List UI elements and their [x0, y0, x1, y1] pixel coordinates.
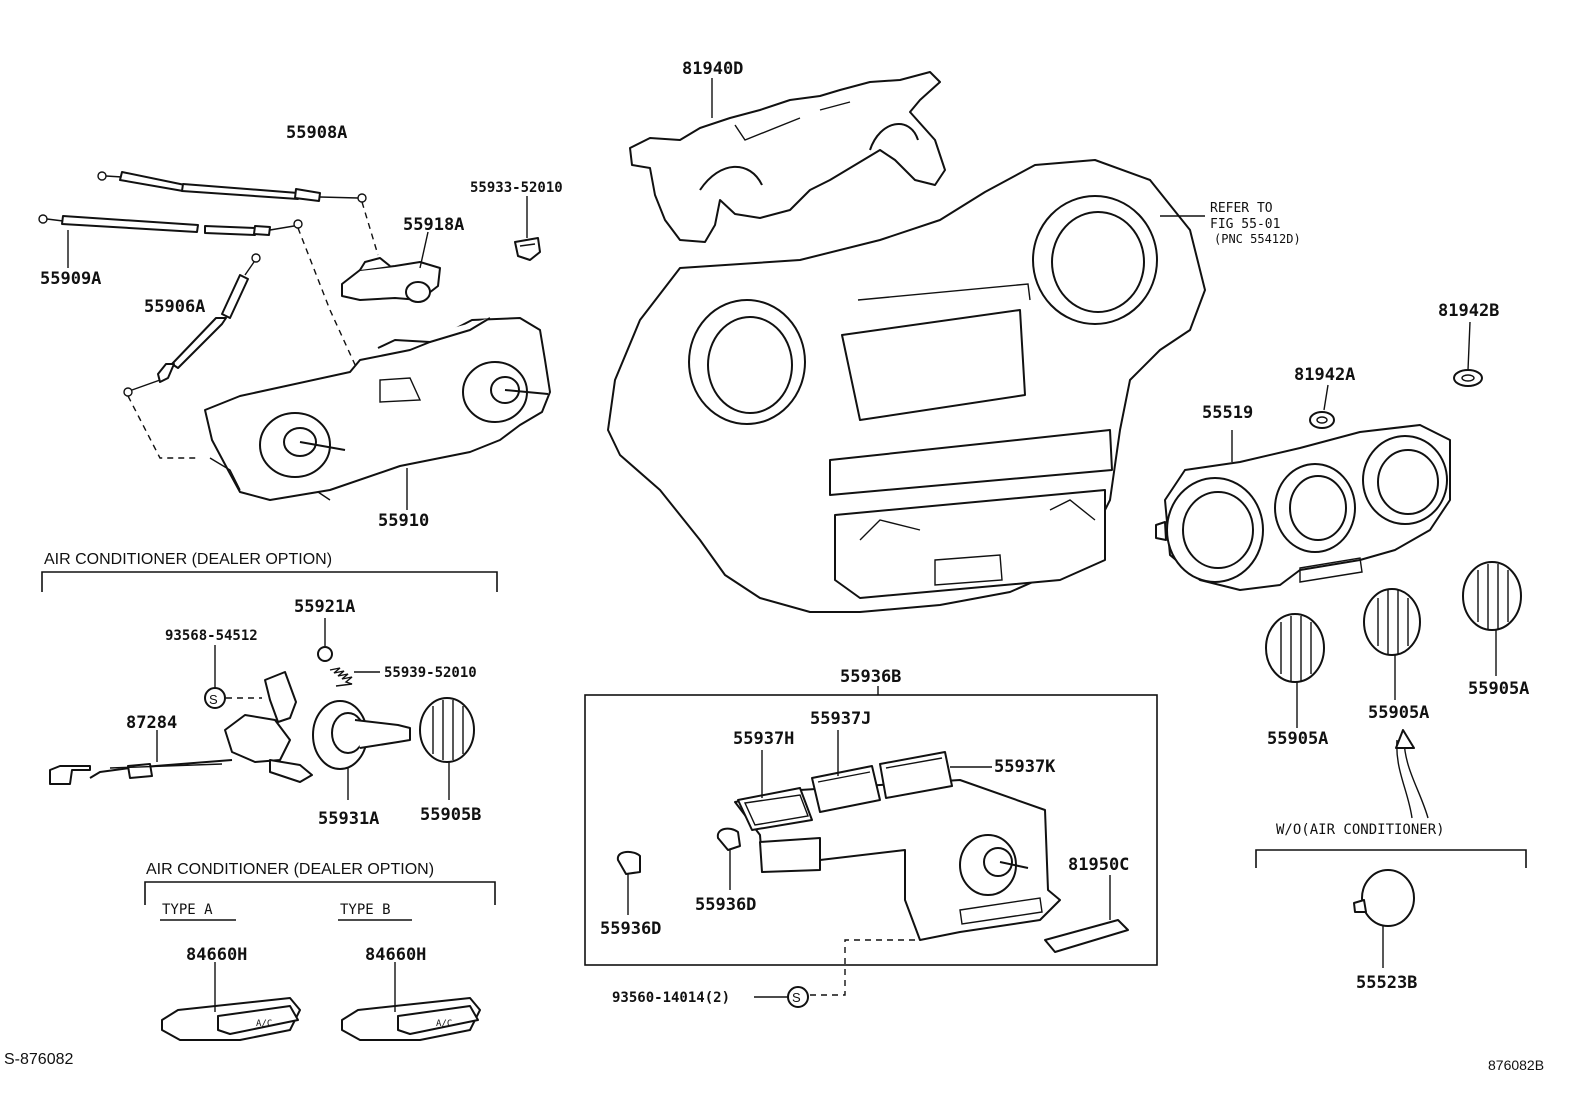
label-93568-54512: 93568-54512	[165, 628, 258, 644]
group-wo-ac: W/O(AIR CONDITIONER)	[1276, 822, 1445, 838]
switch-base-55936B	[734, 779, 1061, 941]
label-55910: 55910	[378, 511, 429, 531]
ac-label-a: A/C	[256, 1019, 272, 1029]
symbol-s-93560: S	[792, 990, 801, 1005]
control-assembly-55910	[204, 317, 551, 510]
lens-81950C	[1044, 875, 1129, 953]
label-81942A: 81942A	[1294, 365, 1355, 385]
bulb-55936D-mid	[716, 827, 741, 890]
climate-panel-55519	[1155, 424, 1451, 591]
button-55937K	[879, 751, 992, 799]
lever-55918A	[341, 231, 441, 303]
label-55936B: 55936B	[840, 667, 901, 687]
label-84660H-b: 84660H	[365, 945, 426, 965]
label-55905A-left: 55905A	[1267, 729, 1328, 749]
dash-panel	[607, 159, 1206, 613]
ac-label-b: A/C	[436, 1019, 452, 1029]
cable-55906A	[123, 253, 261, 397]
label-55936D-left: 55936D	[600, 919, 661, 939]
group-ac-dealer-2: AIR CONDITIONER (DEALER OPTION)	[146, 861, 434, 878]
label-55523B: 55523B	[1356, 973, 1417, 993]
knob-55931A	[312, 700, 411, 800]
knob-55905A-mid	[1363, 588, 1421, 700]
switch-84660H-a: A/C	[161, 962, 301, 1041]
label-55905B: 55905B	[420, 805, 481, 825]
label-55909A: 55909A	[40, 269, 101, 289]
refer-line-2: FIG 55-01	[1210, 217, 1280, 232]
footer-left-code: S-876082	[4, 1051, 73, 1068]
knob-55905A-right	[1462, 561, 1522, 676]
clip-55933	[514, 196, 541, 261]
label-55905A-mid: 55905A	[1368, 703, 1429, 723]
bracket-81940D	[629, 71, 946, 243]
label-55918A: 55918A	[403, 215, 464, 235]
button-55937H	[737, 750, 813, 831]
label-55519: 55519	[1202, 403, 1253, 423]
label-55933-52010: 55933-52010	[470, 180, 563, 196]
label-55939-52010: 55939-52010	[384, 665, 477, 681]
switch-84660H-b: A/C	[341, 962, 481, 1041]
label-55936D-mid: 55936D	[695, 895, 756, 915]
label-81940D: 81940D	[682, 59, 743, 79]
switch-87284	[49, 671, 313, 785]
screw-93568	[204, 645, 262, 709]
group-type-b: TYPE B	[340, 902, 391, 918]
label-87284: 87284	[126, 713, 177, 733]
box-55936B	[584, 694, 1158, 966]
label-55937K: 55937K	[994, 757, 1056, 777]
arrow-wo-ac	[1395, 729, 1429, 819]
knob-55905A-left	[1265, 613, 1325, 728]
label-55937J: 55937J	[810, 709, 871, 729]
label-81942B: 81942B	[1438, 301, 1499, 321]
label-55937H: 55937H	[733, 729, 794, 749]
knob-55905B	[419, 697, 475, 800]
label-55906A: 55906A	[144, 297, 205, 317]
label-55905A-right: 55905A	[1468, 679, 1529, 699]
bulb-55936D-left	[616, 850, 641, 915]
button-55937J	[811, 730, 881, 813]
group-ac-dealer-1: AIR CONDITIONER (DEALER OPTION)	[44, 551, 332, 568]
label-55921A: 55921A	[294, 597, 355, 617]
symbol-s-93568: S	[209, 692, 218, 707]
label-93560-14014: 93560-14014(2)	[612, 990, 730, 1006]
cable-55909A	[38, 214, 303, 236]
ball-55921A	[317, 618, 333, 662]
group-type-a: TYPE A	[162, 902, 213, 918]
cable-55908A	[97, 171, 367, 203]
footer-right-code: 876082B	[1488, 1057, 1544, 1073]
label-84660H-a: 84660H	[186, 945, 247, 965]
nut-81942A	[1309, 384, 1335, 429]
cap-55523B	[1353, 869, 1415, 968]
spring-55939	[329, 667, 380, 687]
nut-81942B	[1453, 321, 1483, 387]
refer-line-1: REFER TO	[1210, 201, 1273, 216]
screw-93560	[754, 939, 915, 1008]
label-81950C: 81950C	[1068, 855, 1129, 875]
refer-line-3: (PNC 55412D)	[1214, 232, 1301, 246]
label-55908A: 55908A	[286, 123, 347, 143]
label-55931A: 55931A	[318, 809, 379, 829]
